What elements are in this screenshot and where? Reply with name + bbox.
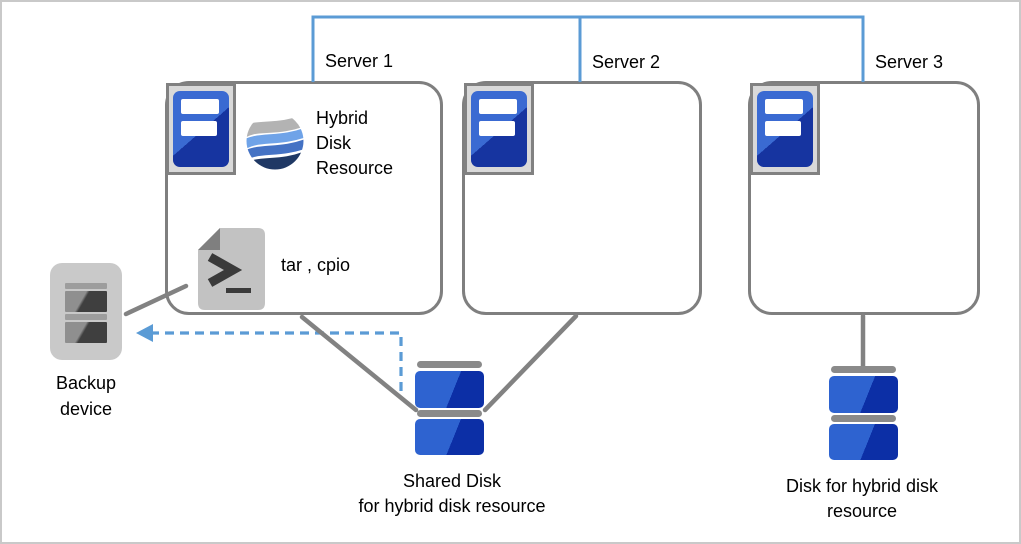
server-icon-slot bbox=[765, 99, 803, 114]
shared-disk-label: Shared Disk for hybrid disk resource bbox=[358, 471, 546, 516]
server-icon bbox=[166, 83, 236, 175]
disk-cap bbox=[417, 361, 482, 368]
wave-band-navy bbox=[246, 150, 304, 170]
server-icon bbox=[464, 83, 534, 175]
network-connector-line bbox=[311, 15, 865, 82]
server-icon-slot bbox=[479, 121, 515, 136]
server1-disk-line bbox=[299, 314, 419, 413]
hybrid-disk-icon bbox=[829, 366, 898, 460]
disk-cap bbox=[831, 366, 896, 373]
backup-device-label: Backup device bbox=[55, 373, 117, 419]
backup-dashed-arrow-line bbox=[152, 331, 403, 391]
server-icon-slot bbox=[479, 99, 517, 114]
server-icon bbox=[750, 83, 820, 175]
server2-label: Server 2 bbox=[592, 52, 661, 72]
server-icon-panel bbox=[173, 91, 229, 167]
backup-drive-bay bbox=[65, 291, 107, 312]
backup-arrowhead-icon bbox=[136, 324, 153, 342]
hybrid-disk-resource-label: Hybrid Disk Resource bbox=[316, 108, 394, 178]
server-icon-slot bbox=[765, 121, 801, 136]
backup-device-drive bbox=[65, 283, 107, 345]
backup-tools-label: tar , cpio bbox=[281, 255, 351, 275]
server-icon-slot bbox=[181, 99, 219, 114]
hybrid-disk-label: Disk for hybrid disk resource bbox=[785, 476, 939, 521]
disk-cap bbox=[417, 410, 482, 417]
server-icon-panel bbox=[471, 91, 527, 167]
wave-band-midblue bbox=[246, 137, 304, 163]
server-icon-panel bbox=[757, 91, 813, 167]
backup-drive-slot bbox=[65, 314, 107, 320]
backup-device-icon bbox=[50, 263, 122, 360]
disk-platter bbox=[415, 419, 484, 455]
backup-script-line bbox=[123, 283, 189, 317]
server2-disk-line bbox=[482, 313, 579, 413]
hybrid-disk-resource-icon bbox=[246, 112, 304, 170]
terminal-cursor-icon bbox=[226, 288, 251, 293]
wave-band-lightblue bbox=[246, 126, 304, 152]
shared-disk-icon bbox=[415, 361, 484, 455]
disk-platter bbox=[829, 424, 898, 460]
server1-label: Server 1 bbox=[325, 51, 394, 71]
script-file-icon bbox=[198, 228, 265, 310]
disk-platter bbox=[415, 371, 484, 408]
terminal-prompt-icon bbox=[207, 253, 243, 287]
backup-drive-bay bbox=[65, 322, 107, 343]
backup-drive-slot bbox=[65, 283, 107, 289]
disk-platter bbox=[829, 376, 898, 413]
script-file-fold bbox=[198, 228, 220, 250]
server-icon-slot bbox=[181, 121, 217, 136]
disk-cap bbox=[831, 415, 896, 422]
server3-label: Server 3 bbox=[875, 52, 944, 72]
